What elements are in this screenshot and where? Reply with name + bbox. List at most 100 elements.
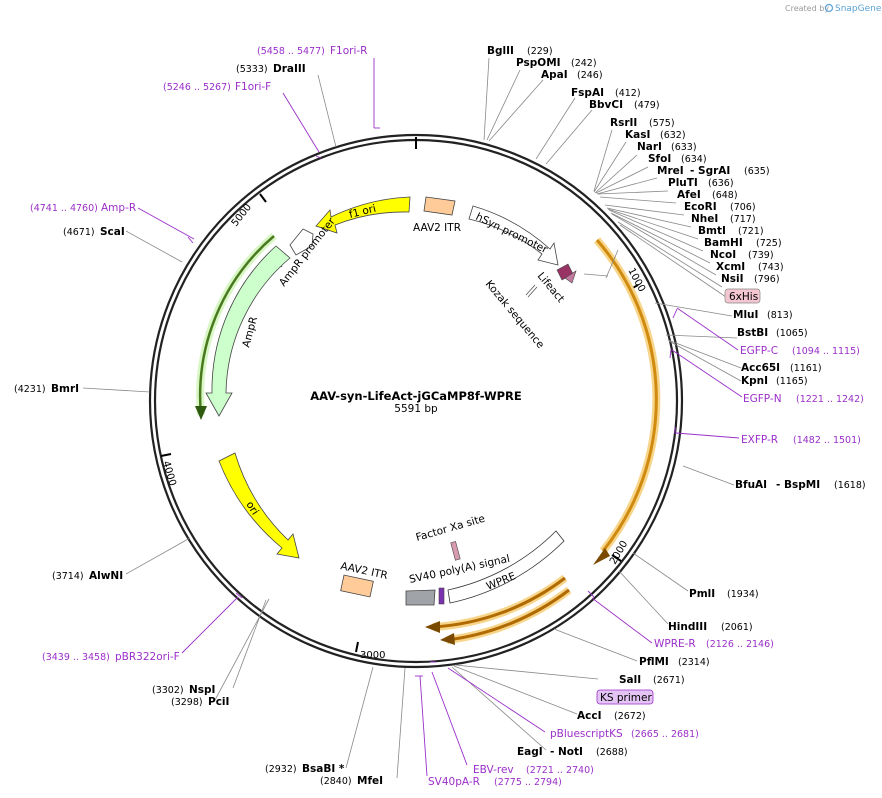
credit-text: Created by [785,4,829,13]
enzyme-name[interactable]: - SgrAI [690,165,730,177]
enzyme-pos: (412) [615,88,641,99]
enzyme-pos: (706) [730,202,756,213]
enzyme-pos: (2688) [596,747,628,758]
enzyme-name[interactable]: BglII [487,45,514,57]
enzyme-labels: BglII (229) PspOMI (242) ApaI (246) FspA… [14,45,866,787]
factor-xa-site-feature[interactable] [450,541,461,561]
enzyme-name[interactable]: - NotI [550,746,583,758]
enzyme-name[interactable]: BfuAI [735,479,767,491]
leader-lines [82,57,742,779]
primer-name[interactable]: F1ori-R [330,45,367,57]
brand-text: SnapGene [835,4,882,14]
enzyme-name[interactable]: RsrII [610,117,637,129]
primer-name[interactable]: EGFP-N [743,393,782,405]
enzyme-name[interactable]: PmlI [689,588,715,600]
6xhis-label: 6xHis [729,291,758,303]
hsyn-promoter-label: hSyn promoter [474,211,550,256]
enzyme-name[interactable]: Acc65I [741,362,780,374]
enzyme-name[interactable]: KasI [625,129,650,141]
ori-feature[interactable] [218,452,300,559]
enzyme-name[interactable]: FspAI [571,87,604,99]
enzyme-name[interactable]: BsaBI * [302,763,345,775]
enzyme-pos: (3714) [52,571,84,582]
enzyme-name[interactable]: BmrI [51,383,79,395]
enzyme-name[interactable]: KpnI [741,375,768,387]
f1-ori-feature[interactable] [315,196,411,234]
snapgene-logo-icon [824,3,834,13]
aav2-itr-top-feature[interactable] [423,196,456,216]
enzyme-name[interactable]: NcoI [710,249,736,261]
hsyn-promoter-feature[interactable] [468,205,559,266]
ampr-promoter-feature[interactable] [289,228,314,256]
enzyme-name[interactable]: AccI [577,710,601,722]
enzyme-pos: (1165) [776,376,808,387]
enzyme-name[interactable]: BmtI [698,225,726,237]
aav2-itr-bottom-feature[interactable] [340,574,374,598]
enzyme-name[interactable]: NarI [637,141,662,153]
enzyme-name[interactable]: PflMI [639,656,669,668]
primer-labels: F1ori-R (5458 .. 5477) F1ori-F (5246 .. … [30,45,864,788]
primer-name[interactable]: WPRE-R [654,638,696,650]
enzyme-name[interactable]: NspI [189,684,215,696]
enzyme-pos: (2314) [678,657,710,668]
enzyme-name[interactable]: EcoRI [684,201,717,213]
enzyme-name[interactable]: XcmI [716,261,745,273]
primer-pos: (2721 .. 2740) [526,765,594,776]
enzyme-pos: (2932) [265,764,297,775]
enzyme-name[interactable]: ApaI [541,69,568,81]
primer-name[interactable]: F1ori-F [235,81,271,93]
primer-name[interactable]: pBluescriptKS [550,728,623,740]
enzyme-name[interactable]: - BspMI [776,479,820,491]
enzyme-name[interactable]: PluTI [668,177,698,189]
enzyme-name[interactable]: ScaI [100,226,125,238]
primer-name[interactable]: EXFP-R [741,434,778,446]
primer-name[interactable]: EGFP-C [740,345,778,357]
enzyme-name[interactable]: SfoI [648,153,671,165]
cds2-arrowhead [425,621,440,633]
enzyme-pos: (721) [738,226,764,237]
enzyme-name[interactable]: PciI [208,696,229,708]
enzyme-name[interactable]: MluI [733,309,758,321]
primer-pos: (1094 .. 1115) [792,346,860,357]
enzyme-pos: (1161) [790,363,822,374]
enzyme-name[interactable]: DraIII [273,63,306,75]
aav2-itr-top-label: AAV2 ITR [413,222,461,234]
enzyme-pos: (575) [649,118,675,129]
enzyme-pos: (2671) [653,675,685,686]
primer-name[interactable]: SV40pA-R [428,776,480,788]
enzyme-name[interactable]: SalI [619,674,641,686]
enzyme-name[interactable]: HindIII [668,621,707,633]
primer-pos: (3439 .. 3458) [42,652,110,663]
cds-arrowhead [593,548,610,565]
enzyme-name[interactable]: BstBI [737,327,768,339]
enzyme-name[interactable]: AlwNI [89,570,123,582]
enzyme-name[interactable]: NheI [691,213,718,225]
enzyme-name[interactable]: NsiI [721,273,744,285]
enzyme-name[interactable]: AfeI [677,189,701,201]
enzyme-name[interactable]: MfeI [357,775,383,787]
backbone-outer [148,133,684,669]
enzyme-name[interactable]: MreI [657,165,684,177]
enzyme-name[interactable]: BbvCI [589,99,623,111]
6xhis-badge[interactable] [724,288,761,304]
wpre-feature[interactable] [447,530,565,604]
ampr-outer-arrowhead [195,406,207,420]
enzyme-pos: (1618) [834,480,866,491]
enzyme-pos: (3298) [171,697,203,708]
ampr-feature[interactable] [205,245,291,417]
enzyme-name[interactable]: PspOMI [516,57,561,69]
ks-primer-badge[interactable] [596,689,654,705]
sv40-polya-feature[interactable] [405,589,436,606]
primer-name[interactable]: pBR322ori-F [115,651,180,663]
primer-name[interactable]: Amp-R [101,202,136,214]
tick-label-3000: 3000 [360,650,385,661]
enzyme-name[interactable]: BamHI [704,237,743,249]
primer-pos: (1482 .. 1501) [793,435,861,446]
enzyme-pos: (1934) [727,589,759,600]
enzyme-pos: (725) [756,238,782,249]
primer-name[interactable]: EBV-rev [473,764,514,776]
tick-3000 [355,641,359,653]
enzyme-name[interactable]: EagI [517,746,543,758]
plasmid-name: AAV-syn-LifeAct-jGCaMP8f-WPRE [310,389,522,403]
enzyme-pos: (739) [748,250,774,261]
